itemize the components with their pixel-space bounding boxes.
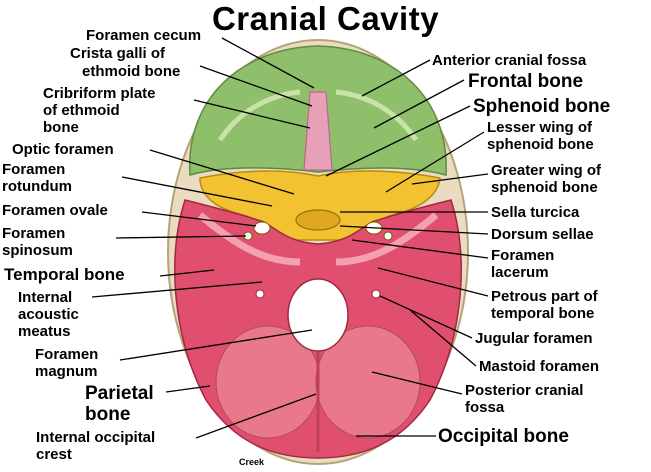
leader-temporal-bone <box>159 269 215 277</box>
label-lesser-wing-line1: Lesser wing of <box>487 119 593 136</box>
label-foramen-lacerum-line2: lacerum <box>491 264 549 281</box>
label-foramen-spinosum-line2: spinosum <box>2 242 73 259</box>
label-frontal-bone: Frontal bone <box>468 71 584 92</box>
label-cribriform-line2: of ethmoid <box>43 102 120 119</box>
leader-lesser-wing <box>385 131 485 193</box>
label-petrous-line2: temporal bone <box>491 305 595 322</box>
leader-posterior-fossa <box>371 371 463 395</box>
leader-internal-occipital <box>195 393 317 439</box>
label-greater-wing-line2: sphenoid bone <box>491 179 598 196</box>
sella-turcica-shape <box>295 209 341 231</box>
leader-foramen-rotundum <box>121 176 273 207</box>
label-foramen-ovale: Foramen ovale <box>2 202 108 219</box>
leader-parietal-bone <box>165 385 211 393</box>
petrous-right <box>335 212 439 266</box>
leader-lines <box>91 37 489 439</box>
label-crista-galli-line2: ethmoid bone <box>82 63 181 80</box>
label-internal-occipital-line1: Internal occipital <box>36 429 156 446</box>
label-posterior-fossa-line1: Posterior cranial <box>465 382 584 399</box>
diagram-title: Cranial Cavity <box>211 0 440 37</box>
ethmoid-region <box>303 91 333 171</box>
label-internal-occipital-line2: crest <box>36 446 72 463</box>
label-lesser-wing-line2: sphenoid bone <box>487 136 594 153</box>
leader-foramen-ovale <box>141 211 257 227</box>
label-cribriform-line3: bone <box>43 119 79 136</box>
leader-sphenoid-bone <box>325 105 471 177</box>
leader-foramen-cecum <box>221 37 315 89</box>
leader-greater-wing <box>411 173 489 185</box>
label-posterior-fossa-line2: fossa <box>465 399 505 416</box>
jugular-foramen-right <box>371 289 381 299</box>
label-internal-acoustic-line2: acoustic <box>18 306 79 323</box>
frontal-detail-left <box>217 89 301 142</box>
label-sphenoid-bone: Sphenoid bone <box>473 96 611 117</box>
label-foramen-cecum: Foramen cecum <box>86 27 202 44</box>
label-dorsum-sellae: Dorsum sellae <box>491 226 594 243</box>
leader-foramen-lacerum <box>351 239 489 259</box>
label-petrous-line1: Petrous part of <box>491 288 598 305</box>
petrous-left <box>197 212 301 266</box>
label-cribriform-line1: Cribriform plate <box>43 85 156 102</box>
frontal-detail-right <box>335 89 419 142</box>
label-foramen-magnum-line2: magnum <box>35 363 98 380</box>
label-occipital-bone: Occipital bone <box>438 426 569 447</box>
leader-dorsum-sellae <box>339 225 489 235</box>
label-mastoid-foramen: Mastoid foramen <box>479 358 600 375</box>
leader-optic-foramen <box>149 149 295 195</box>
foramen-ovale-left <box>253 221 271 235</box>
label-foramen-spinosum-line1: Foramen <box>2 225 66 242</box>
label-internal-acoustic-line3: meatus <box>18 323 71 340</box>
leader-internal-acoustic <box>91 281 263 298</box>
label-internal-acoustic-line1: Internal <box>18 289 73 306</box>
leader-foramen-magnum <box>119 329 313 361</box>
label-temporal-bone: Temporal bone <box>4 265 125 284</box>
leader-anterior-fossa <box>361 59 431 97</box>
foramen-spinosum-right <box>383 231 393 241</box>
occipital-right-lobe <box>315 325 421 439</box>
leader-mastoid <box>409 309 477 367</box>
label-foramen-rotundum-line1: Foramen <box>2 161 66 178</box>
leader-cribriform <box>193 99 311 129</box>
label-optic-foramen: Optic foramen <box>12 141 114 158</box>
jugular-foramen-left <box>255 289 265 299</box>
foramen-magnum-shape <box>287 278 349 352</box>
illustrator-credit: Creek <box>239 457 265 467</box>
label-anterior-cranial-fossa: Anterior cranial fossa <box>432 52 587 69</box>
leader-jugular <box>379 295 473 339</box>
leader-frontal-bone <box>373 79 465 129</box>
leader-foramen-spinosum <box>115 235 247 239</box>
label-crista-galli-line1: Crista galli of <box>70 45 166 62</box>
label-greater-wing-line1: Greater wing of <box>491 162 602 179</box>
label-parietal-bone-line1: Parietal <box>85 383 154 404</box>
label-parietal-bone-line2: bone <box>85 404 131 425</box>
label-foramen-magnum-line1: Foramen <box>35 346 99 363</box>
leader-crista-galli <box>199 65 313 107</box>
label-jugular-foramen: Jugular foramen <box>475 330 593 347</box>
label-foramen-rotundum-line2: rotundum <box>2 178 72 195</box>
label-foramen-lacerum-line1: Foramen <box>491 247 555 264</box>
label-sella-turcica: Sella turcica <box>491 204 580 221</box>
leader-petrous <box>377 267 489 297</box>
